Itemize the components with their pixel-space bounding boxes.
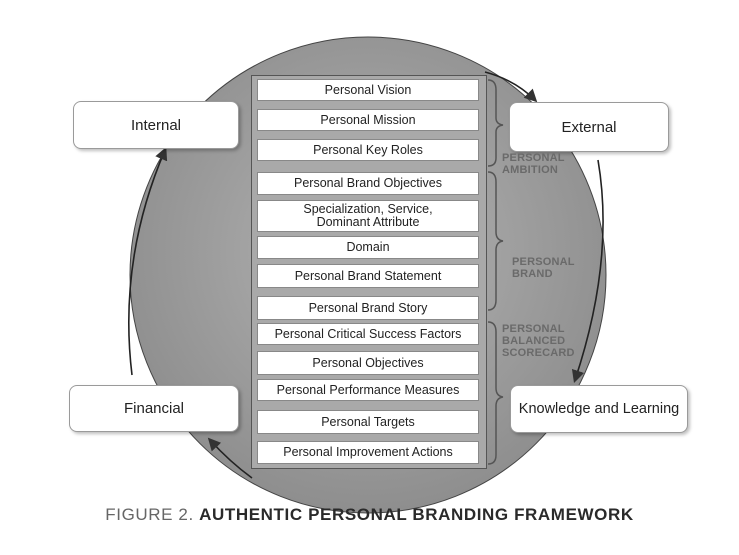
row-personal-targets: Personal Targets	[257, 410, 479, 434]
caption-lead: FIGURE 2.	[105, 505, 194, 524]
cycle-arrow-left	[128, 147, 168, 376]
row-domain: Domain	[257, 236, 479, 259]
row-label: Personal Vision	[324, 82, 412, 97]
brace-ambition	[487, 79, 504, 167]
corner-financial-label: Financial	[123, 400, 185, 417]
corner-learning-label: Knowledge and Learning	[518, 401, 680, 417]
corner-internal-label: Internal	[130, 116, 182, 134]
row-critical-success-factors: Personal Critical Success Factors	[257, 323, 479, 345]
row-label: Personal Brand Story	[308, 300, 428, 315]
row-performance-measures: Personal Performance Measures	[257, 379, 479, 401]
row-label: Domain	[346, 240, 390, 254]
corner-internal: Internal	[73, 101, 239, 149]
row-label: Personal Objectives	[312, 355, 424, 370]
group-label-scorecard: PERSONAL BALANCED SCORECARD	[502, 323, 575, 359]
corner-knowledge-learning: Knowledge and Learning	[510, 385, 688, 433]
cycle-arrow-right	[571, 159, 604, 384]
row-personal-key-roles: Personal Key Roles	[257, 139, 479, 161]
cycle-arrow-top-right	[484, 71, 538, 103]
row-personal-mission: Personal Mission	[257, 109, 479, 131]
cycle-arrow-bottom	[207, 437, 253, 479]
group-label-brand: PERSONAL BRAND	[512, 256, 575, 280]
corner-external-label: External	[561, 118, 617, 136]
row-personal-objectives: Personal Objectives	[257, 351, 479, 375]
row-improvement-actions: Personal Improvement Actions	[257, 441, 479, 464]
row-label: Personal Improvement Actions	[283, 445, 453, 459]
row-label: Personal Brand Statement	[294, 268, 442, 283]
row-label: Specialization, Service, Dominant Attrib…	[303, 202, 433, 229]
row-label: Personal Mission	[320, 112, 416, 127]
corner-financial: Financial	[69, 385, 239, 432]
row-personal-brand-objectives: Personal Brand Objectives	[257, 172, 479, 195]
brace-scorecard	[487, 321, 504, 465]
row-specialization: Specialization, Service, Dominant Attrib…	[257, 200, 479, 232]
row-label: Personal Brand Objectives	[294, 176, 442, 190]
row-personal-brand-statement: Personal Brand Statement	[257, 264, 479, 288]
figure-caption: FIGURE 2. AUTHENTIC PERSONAL BRANDING FR…	[0, 505, 739, 525]
row-label: Personal Critical Success Factors	[274, 326, 462, 341]
brace-brand	[487, 171, 504, 311]
caption-title: AUTHENTIC PERSONAL BRANDING FRAMEWORK	[199, 505, 634, 524]
corner-external: External	[509, 102, 669, 152]
row-personal-vision: Personal Vision	[257, 79, 479, 101]
row-label: Personal Key Roles	[313, 142, 423, 157]
group-label-ambition: PERSONAL AMBITION	[502, 152, 565, 176]
row-personal-brand-story: Personal Brand Story	[257, 296, 479, 320]
row-label: Personal Targets	[321, 414, 415, 429]
row-label: Personal Performance Measures	[276, 382, 460, 397]
